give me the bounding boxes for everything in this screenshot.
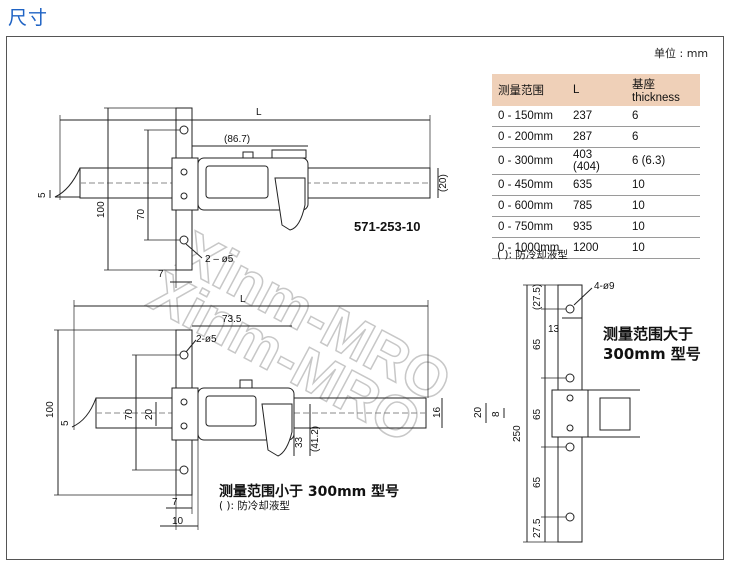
holes-base: 4-ø9 bbox=[594, 281, 615, 292]
header-range: 测量范围 bbox=[492, 74, 567, 106]
spec-table-header: 测量范围 L 基座 thickness bbox=[492, 74, 700, 106]
holes-top: 2 – ø5 bbox=[205, 254, 234, 265]
cell-thickness: 10 bbox=[626, 216, 700, 238]
cell-thickness: 6 (6.3) bbox=[626, 147, 700, 175]
bottom-base-block bbox=[171, 387, 199, 441]
base-screw-icon bbox=[566, 394, 574, 402]
table-row: 0 - 150mm 237 6 bbox=[492, 106, 700, 127]
cell-range: 0 - 200mm bbox=[492, 126, 567, 148]
cell-length: 935 bbox=[567, 216, 626, 238]
dim-20-top: (20) bbox=[438, 174, 449, 192]
dim-41-2: (41.2) bbox=[310, 426, 321, 452]
bottom-drawing bbox=[54, 300, 443, 530]
dim-86-7: (86.7) bbox=[224, 134, 250, 145]
base-lcd-edge bbox=[599, 397, 631, 431]
cell-thickness: 6 bbox=[626, 106, 700, 127]
cooling-note-bottom: ( ): 防冷却液型 bbox=[219, 500, 290, 512]
dim-65-b: 65 bbox=[532, 408, 543, 420]
base-clamp-block bbox=[551, 389, 589, 438]
base-beam-stub bbox=[582, 389, 640, 438]
dim-L-top: L bbox=[256, 107, 262, 118]
bottom-lock-screw bbox=[239, 379, 253, 389]
dim-16: 16 bbox=[432, 406, 443, 418]
dim-73-5: 73.5 bbox=[222, 314, 242, 325]
dim-7-top: 7 bbox=[158, 269, 164, 280]
top-hole-icon bbox=[180, 192, 188, 200]
header-length: L bbox=[567, 74, 626, 106]
dim-7-bottom: 7 bbox=[172, 497, 178, 508]
table-row: 0 - 450mm 635 10 bbox=[492, 174, 700, 196]
dim-27-5-top: (27.5) bbox=[532, 284, 543, 310]
cell-range: 0 - 750mm bbox=[492, 216, 567, 238]
dim-5-bottom: 5 bbox=[60, 420, 71, 426]
bottom-grip bbox=[261, 403, 293, 457]
dim-8: 8 bbox=[491, 411, 502, 417]
dim-L-bottom: L bbox=[240, 294, 246, 305]
leader-holes-top bbox=[185, 243, 203, 259]
bottom-beam-end bbox=[71, 397, 97, 428]
top-grip bbox=[274, 177, 306, 231]
table-row: 0 - 200mm 287 6 bbox=[492, 126, 700, 148]
model-number: 571-253-10 bbox=[354, 219, 421, 234]
top-lcd-display bbox=[205, 165, 269, 199]
bottom-hole-icon bbox=[180, 398, 188, 406]
caption-large-range: 测量范围大于 bbox=[603, 325, 694, 343]
cell-length: 287 bbox=[567, 126, 626, 148]
top-beam-end bbox=[54, 167, 81, 198]
table-row: 0 - 300mm 403 (404) 6 (6.3) bbox=[492, 147, 700, 175]
cell-length: 785 bbox=[567, 195, 626, 217]
top-clamp bbox=[271, 149, 307, 159]
dim-65-c: 65 bbox=[532, 476, 543, 488]
page-title: 尺寸 bbox=[8, 7, 49, 29]
cell-length: 1200 bbox=[567, 237, 626, 259]
header-thickness: 基座 thickness bbox=[626, 74, 700, 106]
caption-large-range-model: 300mm 型号 bbox=[603, 345, 701, 363]
dim-100-top: 100 bbox=[96, 201, 107, 218]
table-row: 0 - 750mm 935 10 bbox=[492, 216, 700, 238]
dim-65-a: 65 bbox=[532, 338, 543, 350]
cell-length: 635 bbox=[567, 174, 626, 196]
dim-27-5-bottom: 27.5 bbox=[532, 518, 543, 538]
cell-thickness: 10 bbox=[626, 195, 700, 217]
spec-table: 测量范围 L 基座 thickness 0 - 150mm 237 6 0 - … bbox=[492, 74, 700, 259]
cell-range: 0 - 600mm bbox=[492, 195, 567, 217]
table-row: 0 - 1000mm 1200 10 bbox=[492, 237, 700, 259]
holes-bottom: 2-ø5 bbox=[196, 334, 217, 345]
drawing-frame bbox=[6, 36, 724, 560]
cell-range: 0 - 300mm bbox=[492, 147, 567, 175]
top-base-block bbox=[171, 157, 199, 211]
base-drawing bbox=[485, 284, 640, 543]
dim-70-top: 70 bbox=[136, 208, 147, 220]
cell-length: 237 bbox=[567, 106, 626, 127]
leader-holes-bottom bbox=[185, 339, 197, 353]
cell-thickness: 10 bbox=[626, 237, 700, 259]
bottom-lcd-display bbox=[205, 395, 257, 427]
cell-length: 403 (404) bbox=[567, 147, 626, 175]
dim-13: 13 bbox=[548, 324, 560, 335]
cell-range: 0 - 150mm bbox=[492, 106, 567, 127]
dim-10-bottom: 10 bbox=[172, 516, 184, 527]
top-lock-screw bbox=[242, 151, 254, 159]
base-screw-icon bbox=[566, 424, 574, 432]
cooling-note-top: ( ): 防冷却液型 bbox=[497, 249, 568, 261]
dim-100-bottom: 100 bbox=[45, 401, 56, 418]
bottom-hole-icon bbox=[180, 422, 188, 430]
dim-33: 33 bbox=[294, 436, 305, 448]
unit-label: 单位 : mm bbox=[654, 47, 709, 60]
leader-holes-base bbox=[573, 287, 593, 306]
dim-70-bottom: 70 bbox=[124, 408, 135, 420]
top-hole-icon bbox=[180, 168, 188, 176]
cell-thickness: 10 bbox=[626, 174, 700, 196]
dim-20-bottom: 20 bbox=[144, 408, 155, 420]
dim-250: 250 bbox=[512, 425, 523, 442]
top-drawing bbox=[49, 107, 439, 288]
dim-5-top: 5 bbox=[37, 192, 48, 198]
cell-range: 0 - 1000mm bbox=[492, 237, 567, 259]
caption-small-range: 测量范围小于 300mm 型号 bbox=[219, 484, 400, 500]
dim-20-base: 20 bbox=[473, 406, 484, 418]
cell-range: 0 - 450mm bbox=[492, 174, 567, 196]
cell-thickness: 6 bbox=[626, 126, 700, 148]
table-row: 0 - 600mm 785 10 bbox=[492, 195, 700, 217]
